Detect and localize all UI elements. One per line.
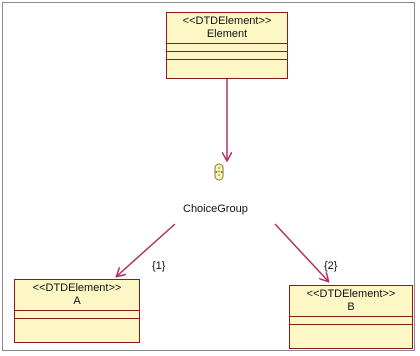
choice-group-label: ChoiceGroup — [183, 203, 248, 215]
a-class-box[interactable]: <<DTDElement>> A — [14, 279, 140, 343]
element-operations-compartment — [167, 52, 287, 60]
a-stereotype: <<DTDElement>> — [32, 282, 122, 294]
element-class-header: <<DTDElement>> Element — [167, 13, 287, 44]
a-name: A — [73, 295, 81, 307]
element-extra-compartment — [167, 60, 287, 67]
a-class-header: <<DTDElement>> A — [15, 280, 139, 311]
b-name: B — [347, 301, 355, 313]
element-class-box[interactable]: <<DTDElement>> Element — [166, 12, 288, 79]
b-class-box[interactable]: <<DTDElement>> B — [289, 285, 413, 349]
b-class-header: <<DTDElement>> B — [290, 286, 412, 317]
element-stereotype: <<DTDElement>> — [182, 15, 272, 27]
b-attributes-compartment — [290, 317, 412, 325]
b-stereotype: <<DTDElement>> — [306, 288, 396, 300]
edge-b-multiplicity-label: {2} — [324, 260, 338, 272]
a-operations-compartment — [15, 319, 139, 326]
edge-a-multiplicity-label: {1} — [152, 260, 166, 272]
b-operations-compartment — [290, 325, 412, 332]
element-attributes-compartment — [167, 44, 287, 52]
diagram-frame — [2, 2, 415, 351]
a-attributes-compartment — [15, 311, 139, 319]
connector-choicegroup-to-a — [117, 223, 176, 276]
connector-choicegroup-to-b — [274, 223, 328, 281]
choice-group-icon[interactable] — [213, 162, 225, 182]
element-name: Element — [206, 28, 248, 40]
